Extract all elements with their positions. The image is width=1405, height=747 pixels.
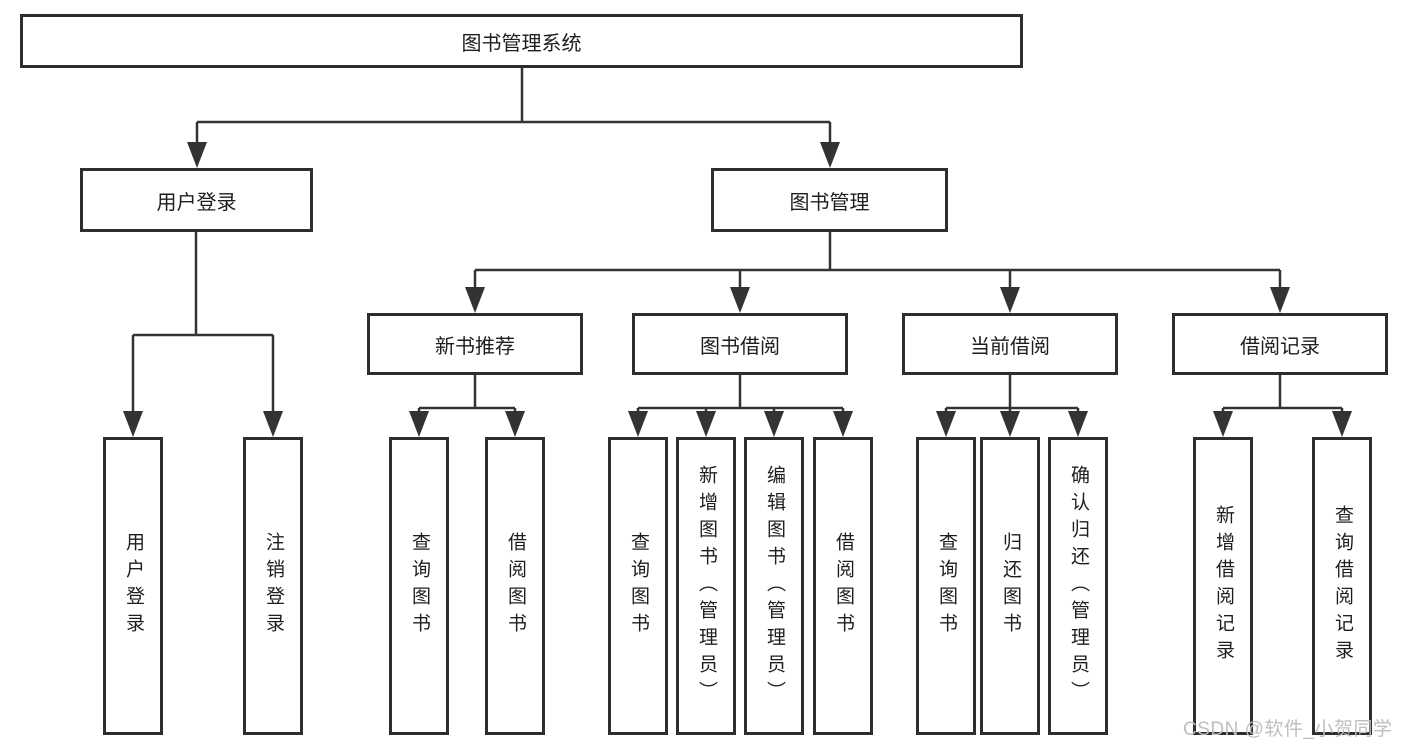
arrowhead-icon [936, 411, 956, 437]
node-borrow-records: 借阅记录 [1172, 313, 1388, 375]
arrowhead-icon [696, 411, 716, 437]
leaf-borrow-books-recommend: 借阅图书 [485, 437, 545, 735]
leaf-add-borrow-record: 新增借阅记录 [1193, 437, 1253, 735]
leaf-edit-books-admin: 编辑图书（管理员） [744, 437, 804, 735]
arrowhead-icon [628, 411, 648, 437]
leaf-query-books-recommend: 查询图书 [389, 437, 449, 735]
arrowhead-icon [123, 411, 143, 437]
leaf-query-borrow-record: 查询借阅记录 [1312, 437, 1372, 735]
leaf-confirm-return-admin: 确认归还（管理员） [1048, 437, 1108, 735]
arrowhead-icon [1068, 411, 1088, 437]
leaf-logout-login: 注销登录 [243, 437, 303, 735]
csdn-watermark: CSDN @软件_小贺同学 [1183, 719, 1393, 740]
arrowhead-icon [505, 411, 525, 437]
node-book-management: 图书管理 [711, 168, 948, 232]
arrowhead-icon [465, 287, 485, 313]
arrowhead-icon [1332, 411, 1352, 437]
arrowhead-icon [187, 142, 207, 168]
leaf-borrow-books: 借阅图书 [813, 437, 873, 735]
node-user-login: 用户登录 [80, 168, 313, 232]
arrowhead-icon [820, 142, 840, 168]
leaf-add-books-admin: 新增图书（管理员） [676, 437, 736, 735]
arrowhead-icon [833, 411, 853, 437]
leaf-return-books: 归还图书 [980, 437, 1040, 735]
arrowhead-icon [1000, 287, 1020, 313]
node-book-borrowing: 图书借阅 [632, 313, 848, 375]
arrowhead-icon [263, 411, 283, 437]
node-library-management-system: 图书管理系统 [20, 14, 1023, 68]
node-new-book-recommend: 新书推荐 [367, 313, 583, 375]
node-current-borrowing: 当前借阅 [902, 313, 1118, 375]
leaf-query-books-current: 查询图书 [916, 437, 976, 735]
arrowhead-icon [764, 411, 784, 437]
arrowhead-icon [409, 411, 429, 437]
arrowhead-icon [1213, 411, 1233, 437]
arrowhead-icon [730, 287, 750, 313]
arrowhead-icon [1270, 287, 1290, 313]
leaf-query-books-borrowing: 查询图书 [608, 437, 668, 735]
arrowhead-icon [1000, 411, 1020, 437]
leaf-user-login: 用户登录 [103, 437, 163, 735]
